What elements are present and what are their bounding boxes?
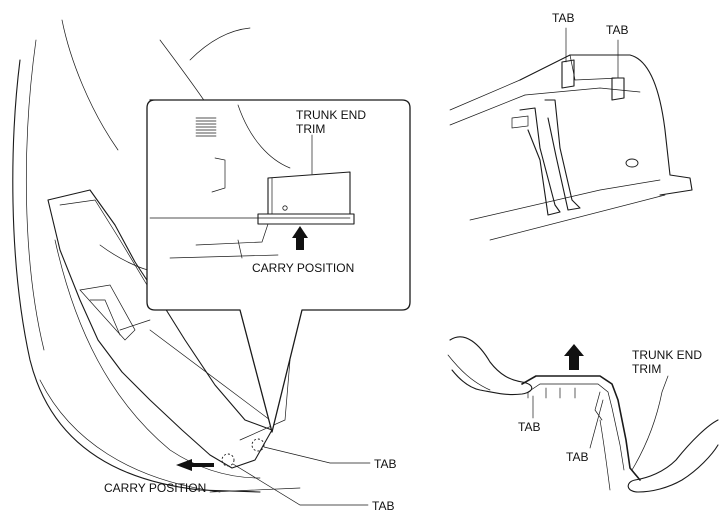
callout-trim-label-line2: TRIM [296,122,326,136]
section-trim-label-line2: TRIM [632,362,662,376]
tab-marker-lower-icon [221,453,235,467]
vent-grille-icon [195,117,217,137]
callout-carry-position-label: CARRY POSITION [252,261,355,275]
callout-zoom-view [146,99,411,433]
section-tab-right-label: TAB [566,450,589,464]
section-arrow-up-icon [564,344,584,370]
trunk-opening-view [12,19,371,506]
callout-arrow-up-icon [292,226,308,250]
top-tab-left-label: TAB [552,11,575,25]
tab-marker-upper-icon [251,438,265,452]
tab-right-shape [611,77,625,101]
section-tab-left-label: TAB [518,420,541,434]
top-tab-right-label: TAB [606,23,629,37]
callout-trim-label-line1: TRUNK END [296,108,367,122]
carry-arrow-left-icon [176,459,214,471]
main-tab-upper-label: TAB [374,457,397,471]
section-view [447,336,719,493]
tab-left-shape [561,59,575,89]
top-right-view [449,27,693,241]
main-carry-position-label: CARRY POSITION [104,481,207,495]
main-tab-lower-label: TAB [372,499,395,513]
section-trim-label-line1: TRUNK END [632,348,703,362]
